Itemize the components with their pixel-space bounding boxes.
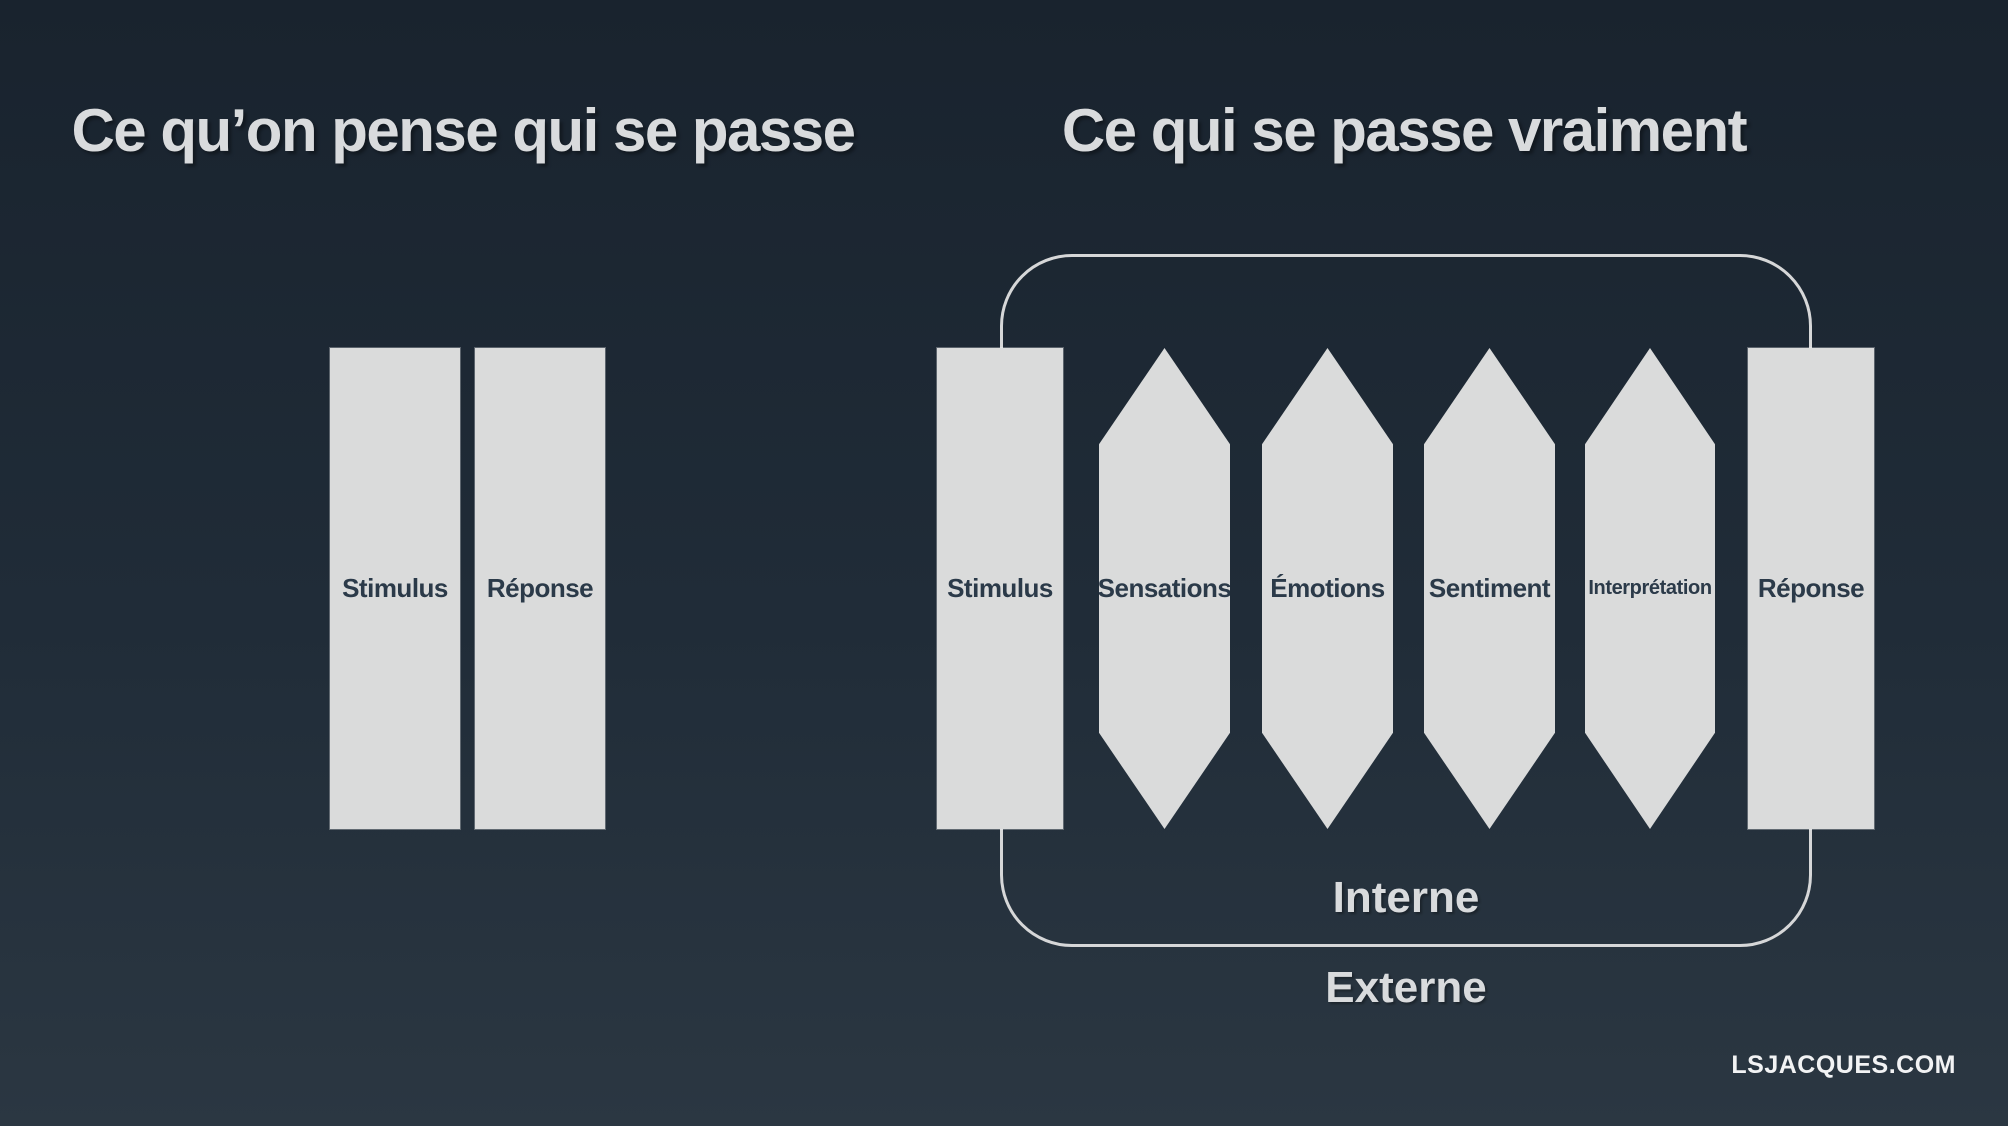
real-response-label: Réponse <box>1757 573 1865 603</box>
step-hexagon-emotions: Émotions <box>1262 348 1393 829</box>
step-label-interpretation: Interprétation <box>1588 577 1712 599</box>
simple-stimulus-label: Stimulus <box>342 573 448 603</box>
simple-response-box: Réponse <box>475 348 605 829</box>
step-label-sensations: Sensations <box>1097 573 1232 603</box>
right-section-title: Ce qui se passe vraiment <box>1061 97 1748 164</box>
step-label-sentiment: Sentiment <box>1428 573 1551 603</box>
step-hexagon-interpretation: Interprétation <box>1585 348 1715 829</box>
left-section-title: Ce qu’on pense qui se passe <box>71 97 856 164</box>
watermark: LSJACQUES.COM <box>1731 1051 1956 1079</box>
interne-zone-label: Interne <box>1332 873 1480 922</box>
real-stimulus-box: Stimulus <box>937 348 1063 829</box>
simple-stimulus-box: Stimulus <box>330 348 460 829</box>
step-label-emotions: Émotions <box>1270 573 1385 603</box>
real-response-box: Réponse <box>1748 348 1874 829</box>
real-stimulus-label: Stimulus <box>947 573 1053 603</box>
step-hexagon-sentiment: Sentiment <box>1424 348 1555 829</box>
step-hexagon-sensations: Sensations <box>1099 348 1230 829</box>
externe-zone-label: Externe <box>1325 963 1487 1012</box>
simple-response-label: Réponse <box>486 573 594 603</box>
